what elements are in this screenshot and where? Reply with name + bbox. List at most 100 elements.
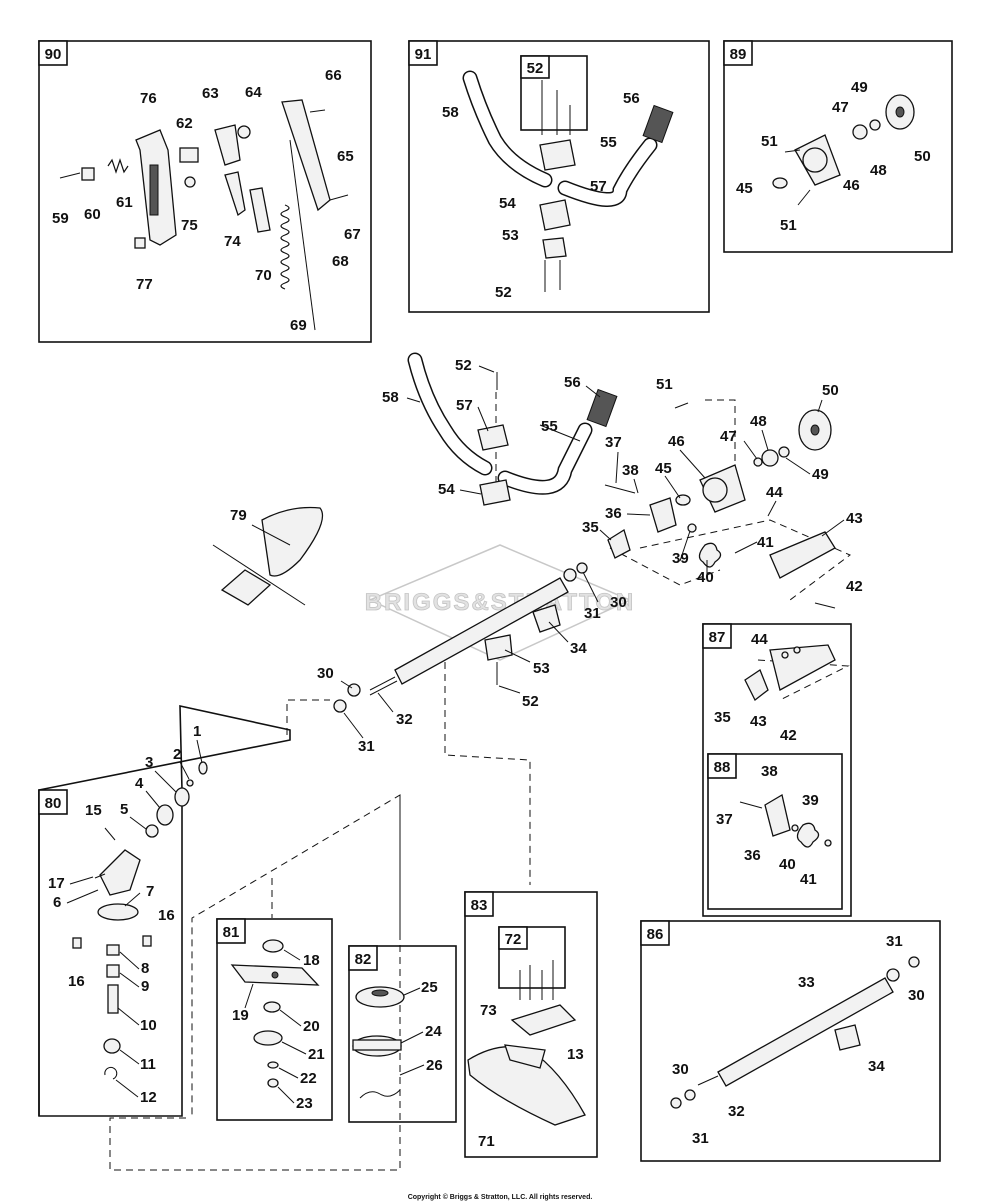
callout-42: 42 xyxy=(846,578,863,595)
group-box-89: 89 xyxy=(723,40,953,253)
callout-30d: 30 xyxy=(672,1061,689,1078)
callout-57: 57 xyxy=(456,397,473,414)
callout-54: 54 xyxy=(438,481,455,498)
handle-parts-91 xyxy=(462,70,674,292)
callout-41: 41 xyxy=(757,534,774,551)
callout-56: 56 xyxy=(564,374,581,391)
callout-7: 7 xyxy=(146,883,154,900)
callout-32b: 32 xyxy=(728,1103,745,1120)
callout-36: 36 xyxy=(605,505,622,522)
callout-17: 17 xyxy=(48,875,65,892)
group-label-81: 81 xyxy=(223,924,240,941)
callout-5: 5 xyxy=(120,801,128,818)
callout-47: 47 xyxy=(720,428,737,445)
group-box-52: 52 xyxy=(520,55,588,131)
callout-10: 10 xyxy=(140,1017,157,1034)
watermark-text: BRIGGS&STRATTON xyxy=(365,589,635,616)
callout-53: 53 xyxy=(533,660,550,677)
assembly-dashed-lines xyxy=(109,392,851,1171)
callout-31b: 31 xyxy=(584,605,601,622)
callout-64: 64 xyxy=(245,84,262,101)
callout-42b: 42 xyxy=(780,727,797,744)
callout-34: 34 xyxy=(570,640,587,657)
group-box-90: 90 xyxy=(38,40,372,343)
callout-75: 75 xyxy=(181,217,198,234)
callout-48b: 48 xyxy=(870,162,887,179)
group-label-87: 87 xyxy=(709,629,726,646)
callout-44b: 44 xyxy=(751,631,768,648)
callout-25: 25 xyxy=(421,979,438,996)
callout-59: 59 xyxy=(52,210,69,227)
callout-45b: 45 xyxy=(736,180,753,197)
callout-20: 20 xyxy=(303,1018,320,1035)
callout-labels: 1 2 3 4 5 6 7 8 9 10 11 12 13 15 16 16 1… xyxy=(48,67,931,1150)
callout-70: 70 xyxy=(255,267,272,284)
callout-4: 4 xyxy=(135,775,144,792)
callout-73: 73 xyxy=(480,1002,497,1019)
callout-37b: 37 xyxy=(716,811,733,828)
callout-76: 76 xyxy=(140,90,157,107)
callout-16: 16 xyxy=(158,907,175,924)
callout-53b: 53 xyxy=(502,227,519,244)
callout-45: 45 xyxy=(655,460,672,477)
callout-79: 79 xyxy=(230,507,247,524)
callout-43b: 43 xyxy=(750,713,767,730)
callout-21: 21 xyxy=(308,1046,325,1063)
callout-26: 26 xyxy=(426,1057,443,1074)
callout-12: 12 xyxy=(140,1089,157,1106)
group-label-82: 82 xyxy=(355,951,372,968)
brand-watermark: BRIGGS&STRATTON xyxy=(364,544,635,661)
callout-3: 3 xyxy=(145,754,153,771)
group-label-80: 80 xyxy=(45,795,62,812)
callout-56b: 56 xyxy=(623,90,640,107)
group-label-90: 90 xyxy=(45,46,62,63)
callout-62: 62 xyxy=(176,115,193,132)
callout-6: 6 xyxy=(53,894,61,911)
group-box-86: 86 xyxy=(640,920,941,1162)
callout-35b: 35 xyxy=(714,709,731,726)
callout-33: 33 xyxy=(798,974,815,991)
callout-57b: 57 xyxy=(590,178,607,195)
group-box-72: 72 xyxy=(498,926,566,989)
callout-63: 63 xyxy=(202,85,219,102)
callout-55b: 55 xyxy=(600,134,617,151)
group-label-83: 83 xyxy=(471,897,488,914)
group-label-89: 89 xyxy=(730,46,747,63)
group-box-88: 88 xyxy=(707,753,843,910)
callout-50: 50 xyxy=(822,382,839,399)
callout-13: 13 xyxy=(567,1046,584,1063)
callout-15: 15 xyxy=(85,802,102,819)
blade-parts-81 xyxy=(230,939,320,1088)
callout-52: 52 xyxy=(455,357,472,374)
callout-51: 51 xyxy=(656,376,673,393)
callout-16b: 16 xyxy=(68,973,85,990)
callout-52b: 52 xyxy=(522,693,539,710)
callout-30b: 30 xyxy=(610,594,627,611)
throttle-parts-90 xyxy=(59,99,349,331)
callout-30: 30 xyxy=(317,665,334,682)
callout-66: 66 xyxy=(325,67,342,84)
callout-1: 1 xyxy=(193,723,201,740)
callout-19: 19 xyxy=(232,1007,249,1024)
group-box-81: 81 xyxy=(216,918,333,1121)
callout-58: 58 xyxy=(382,389,399,406)
callout-49: 49 xyxy=(812,466,829,483)
callout-34b: 34 xyxy=(868,1058,885,1075)
callout-61: 61 xyxy=(116,194,133,211)
callout-40: 40 xyxy=(697,569,714,586)
group-box-82: 82 xyxy=(348,945,457,1123)
gearbox-parts-80 xyxy=(72,761,208,1080)
callout-31d: 31 xyxy=(692,1130,709,1147)
callout-39b: 39 xyxy=(802,792,819,809)
callout-41b: 41 xyxy=(800,871,817,888)
callout-52c: 52 xyxy=(495,284,512,301)
callout-58b: 58 xyxy=(442,104,459,121)
trimmer-head-parts-82 xyxy=(352,986,405,1099)
cable-tie-79 xyxy=(212,506,324,606)
callout-43: 43 xyxy=(846,510,863,527)
callout-2: 2 xyxy=(173,746,181,763)
shaft-parts-86 xyxy=(670,956,920,1109)
callout-36b: 36 xyxy=(744,847,761,864)
callout-77: 77 xyxy=(136,276,153,293)
